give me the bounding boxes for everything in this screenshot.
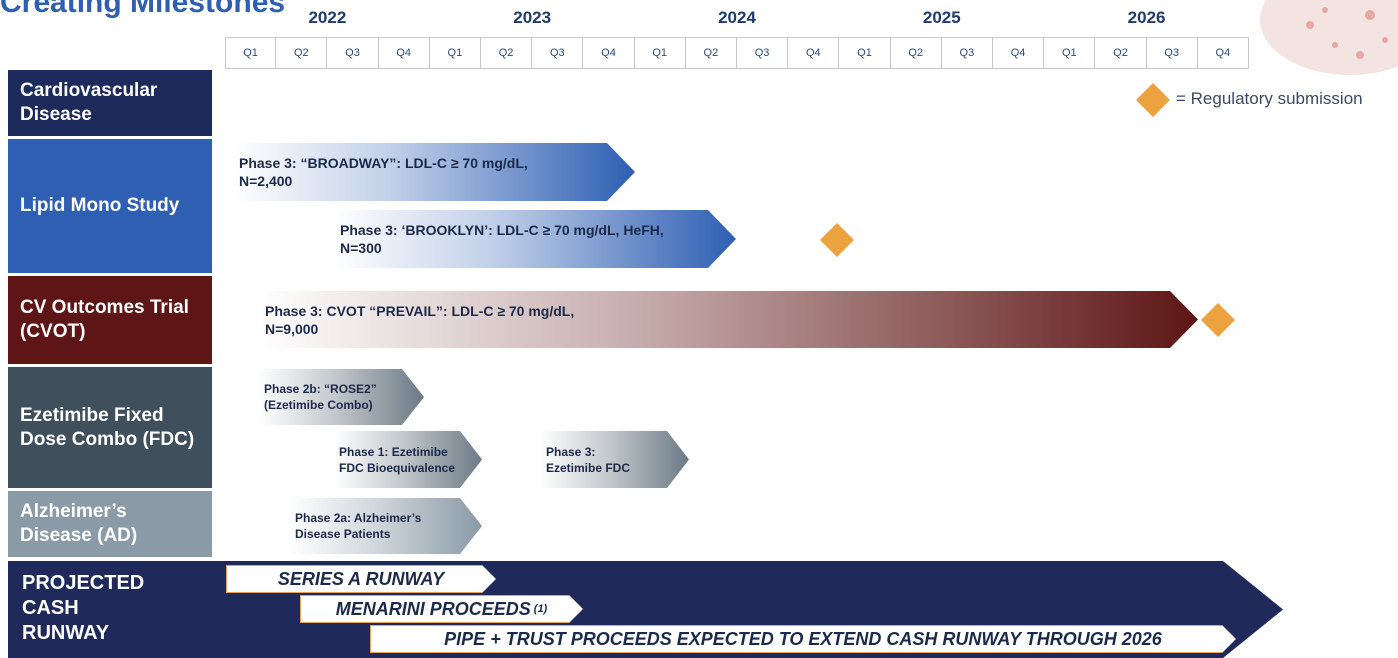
quarter-cell: Q1 <box>225 37 277 69</box>
quarter-cell: Q2 <box>481 37 533 69</box>
fdc-bioequivalence-label: Phase 1: Ezetimibe FDC Bioequivalence <box>339 444 456 475</box>
row-label-text: Cardiovascular Disease <box>20 80 158 125</box>
broadway-label: Phase 3: “BROADWAY”: LDL-C ≥ 70 mg/dL, N… <box>239 155 528 189</box>
menarini-proceeds-pill: MENARINI PROCEEDS(1) <box>300 595 583 623</box>
prevail-label: Phase 3: CVOT “PREVAIL”: LDL-C ≥ 70 mg/d… <box>265 302 575 337</box>
quarter-cell: Q1 <box>1044 37 1096 69</box>
row-label-alzheimers: Alzheimer’s Disease (AD) <box>8 491 212 557</box>
quarter-cell: Q1 <box>839 37 891 69</box>
year-label: 2023 <box>513 8 552 27</box>
quarter-cell: Q4 <box>1197 37 1249 69</box>
brooklyn-bar: Phase 3: ‘BROOKLYN’: LDL-C ≥ 70 mg/dL, H… <box>334 210 736 268</box>
quarter-cell: Q2 <box>685 37 737 69</box>
year-label: 2024 <box>718 8 756 27</box>
quarter-cell: Q1 <box>634 37 686 69</box>
cash-runway-label: PROJECTED CASH RUNWAY <box>22 572 145 644</box>
series-a-runway-pill: SERIES A RUNWAY <box>226 565 496 593</box>
pipe-trust-proceeds-pill: PIPE + TRUST PROCEEDS EXPECTED TO EXTEND… <box>370 625 1236 653</box>
page-title: Creating Milestones <box>0 0 286 19</box>
row-label-text: CV Outcomes Trial (CVOT) <box>20 297 189 342</box>
row-label-text: Lipid Mono Study <box>20 195 180 216</box>
quarter-cell: Q3 <box>1146 37 1198 69</box>
brooklyn-label: Phase 3: ‘BROOKLYN’: LDL-C ≥ 70 mg/dL, H… <box>340 222 664 256</box>
row-label-fdc: Ezetimibe Fixed Dose Combo (FDC) <box>8 367 212 488</box>
rose2-label: Phase 2b: “ROSE2” (Ezetimibe Combo) <box>264 382 377 412</box>
decorative-cells-graphic <box>1260 0 1398 75</box>
quarter-cell: Q1 <box>429 37 481 69</box>
quarter-cell: Q4 <box>378 37 430 69</box>
regulatory-submission-icon <box>1201 303 1235 337</box>
row-label-lipid: Lipid Mono Study <box>8 139 212 273</box>
year-label: 2025 <box>922 8 961 27</box>
alzheimers-phase2a-label: Phase 2a: Alzheimer’s Disease Patients <box>295 511 422 541</box>
regulatory-submission-icon <box>1136 83 1170 117</box>
regulatory-submission-icon <box>820 223 854 257</box>
quarter-cell: Q4 <box>788 37 840 69</box>
quarter-cell: Q4 <box>993 37 1045 69</box>
year-label: 2022 <box>308 8 347 27</box>
rose2-bar: Phase 2b: “ROSE2” (Ezetimibe Combo) <box>258 369 424 425</box>
menarini-proceeds-label: MENARINI PROCEEDS <box>335 598 531 619</box>
quarter-cell: Q2 <box>1095 37 1147 69</box>
prevail-bar: Phase 3: CVOT “PREVAIL”: LDL-C ≥ 70 mg/d… <box>258 291 1198 348</box>
quarter-cell: Q3 <box>327 37 379 69</box>
quarter-cell: Q3 <box>737 37 789 69</box>
legend-label: = Regulatory submission <box>1176 89 1363 108</box>
alzheimers-phase2a-bar: Phase 2a: Alzheimer’s Disease Patients <box>289 498 482 554</box>
row-label-text: Alzheimer’s Disease (AD) <box>20 501 138 546</box>
broadway-bar: Phase 3: “BROADWAY”: LDL-C ≥ 70 mg/dL, N… <box>232 143 635 201</box>
row-label-cvot: CV Outcomes Trial (CVOT) <box>8 276 212 364</box>
quarter-cell: Q4 <box>583 37 635 69</box>
quarter-cell: Q3 <box>532 37 584 69</box>
year-label: 2026 <box>1127 8 1166 27</box>
fdc-phase3-bar: Phase 3: Ezetimibe FDC <box>540 431 689 488</box>
quarter-cell: Q2 <box>890 37 942 69</box>
quarter-cell: Q2 <box>276 37 328 69</box>
pipe-trust-proceeds-label: PIPE + TRUST PROCEEDS EXPECTED TO EXTEND… <box>444 628 1162 649</box>
fdc-bioequivalence-bar: Phase 1: Ezetimibe FDC Bioequivalence <box>334 431 482 488</box>
row-label-text: Ezetimibe Fixed Dose Combo (FDC) <box>20 404 195 450</box>
fdc-phase3-label: Phase 3: Ezetimibe FDC <box>546 444 631 475</box>
row-label-cardiovascular: Cardiovascular Disease <box>8 70 212 136</box>
series-a-runway-label: SERIES A RUNWAY <box>277 568 445 589</box>
menarini-footnote: (1) <box>533 603 548 615</box>
quarter-cell: Q3 <box>941 37 993 69</box>
